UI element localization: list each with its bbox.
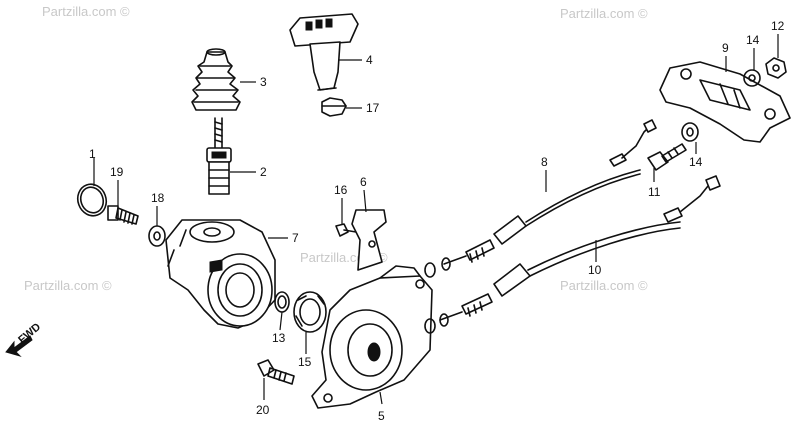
callout-3: 3 — [260, 75, 267, 89]
callout-16: 16 — [334, 183, 348, 197]
fwd-label: FWD — [16, 321, 43, 346]
callout-5: 5 — [378, 409, 385, 423]
oil-seal-15 — [293, 291, 327, 333]
watermark-3: Partzilla.com © — [24, 278, 112, 293]
cable-washers — [424, 257, 451, 334]
callout-18: 18 — [151, 191, 165, 205]
callout-11: 11 — [648, 185, 661, 199]
leader-lines — [93, 34, 779, 405]
callout-12: 12 — [771, 19, 785, 33]
callout-15: 15 — [298, 355, 312, 369]
callout-2: 2 — [260, 165, 267, 179]
callout-14-upper: 14 — [746, 33, 760, 47]
gear-housing — [165, 219, 276, 329]
gearbox-cover — [311, 265, 433, 409]
seal-ring-13 — [274, 291, 290, 313]
callout-14-lower: 14 — [689, 155, 703, 169]
washer-14-lower — [681, 122, 699, 142]
watermark-2: Partzilla.com © — [560, 6, 648, 21]
callout-7: 7 — [292, 231, 299, 245]
callout-19: 19 — [110, 165, 124, 179]
bracket-6 — [351, 209, 387, 271]
washer-14-upper — [743, 69, 761, 87]
callout-10: 10 — [588, 263, 602, 277]
bolt-20 — [257, 359, 295, 385]
bolt-19 — [107, 205, 139, 225]
callouts: 1 2 3 4 5 6 7 8 9 10 11 12 13 14 14 15 1… — [89, 19, 785, 423]
bolt-11 — [647, 143, 687, 171]
watermark-1: Partzilla.com © — [42, 4, 130, 19]
cable-8 — [443, 119, 657, 265]
cable-10 — [439, 175, 721, 321]
washer-18 — [148, 225, 166, 247]
callout-13: 13 — [272, 331, 286, 345]
callout-17: 17 — [366, 101, 380, 115]
callout-4: 4 — [366, 53, 373, 67]
screw-16 — [335, 223, 357, 237]
cap-knob — [289, 13, 359, 91]
bracket-9 — [659, 61, 791, 143]
callout-1: 1 — [89, 147, 96, 161]
watermark-5: Partzilla.com © — [560, 278, 648, 293]
nut-17 — [321, 97, 347, 117]
callout-20: 20 — [256, 403, 270, 417]
nut-12 — [765, 57, 787, 79]
callout-9: 9 — [722, 41, 729, 55]
fwd-arrow: FWD — [5, 321, 43, 358]
o-ring — [76, 183, 108, 217]
callout-6: 6 — [360, 175, 367, 189]
rubber-boot — [191, 48, 241, 111]
pinion-gear — [206, 117, 232, 195]
callout-8: 8 — [541, 155, 548, 169]
